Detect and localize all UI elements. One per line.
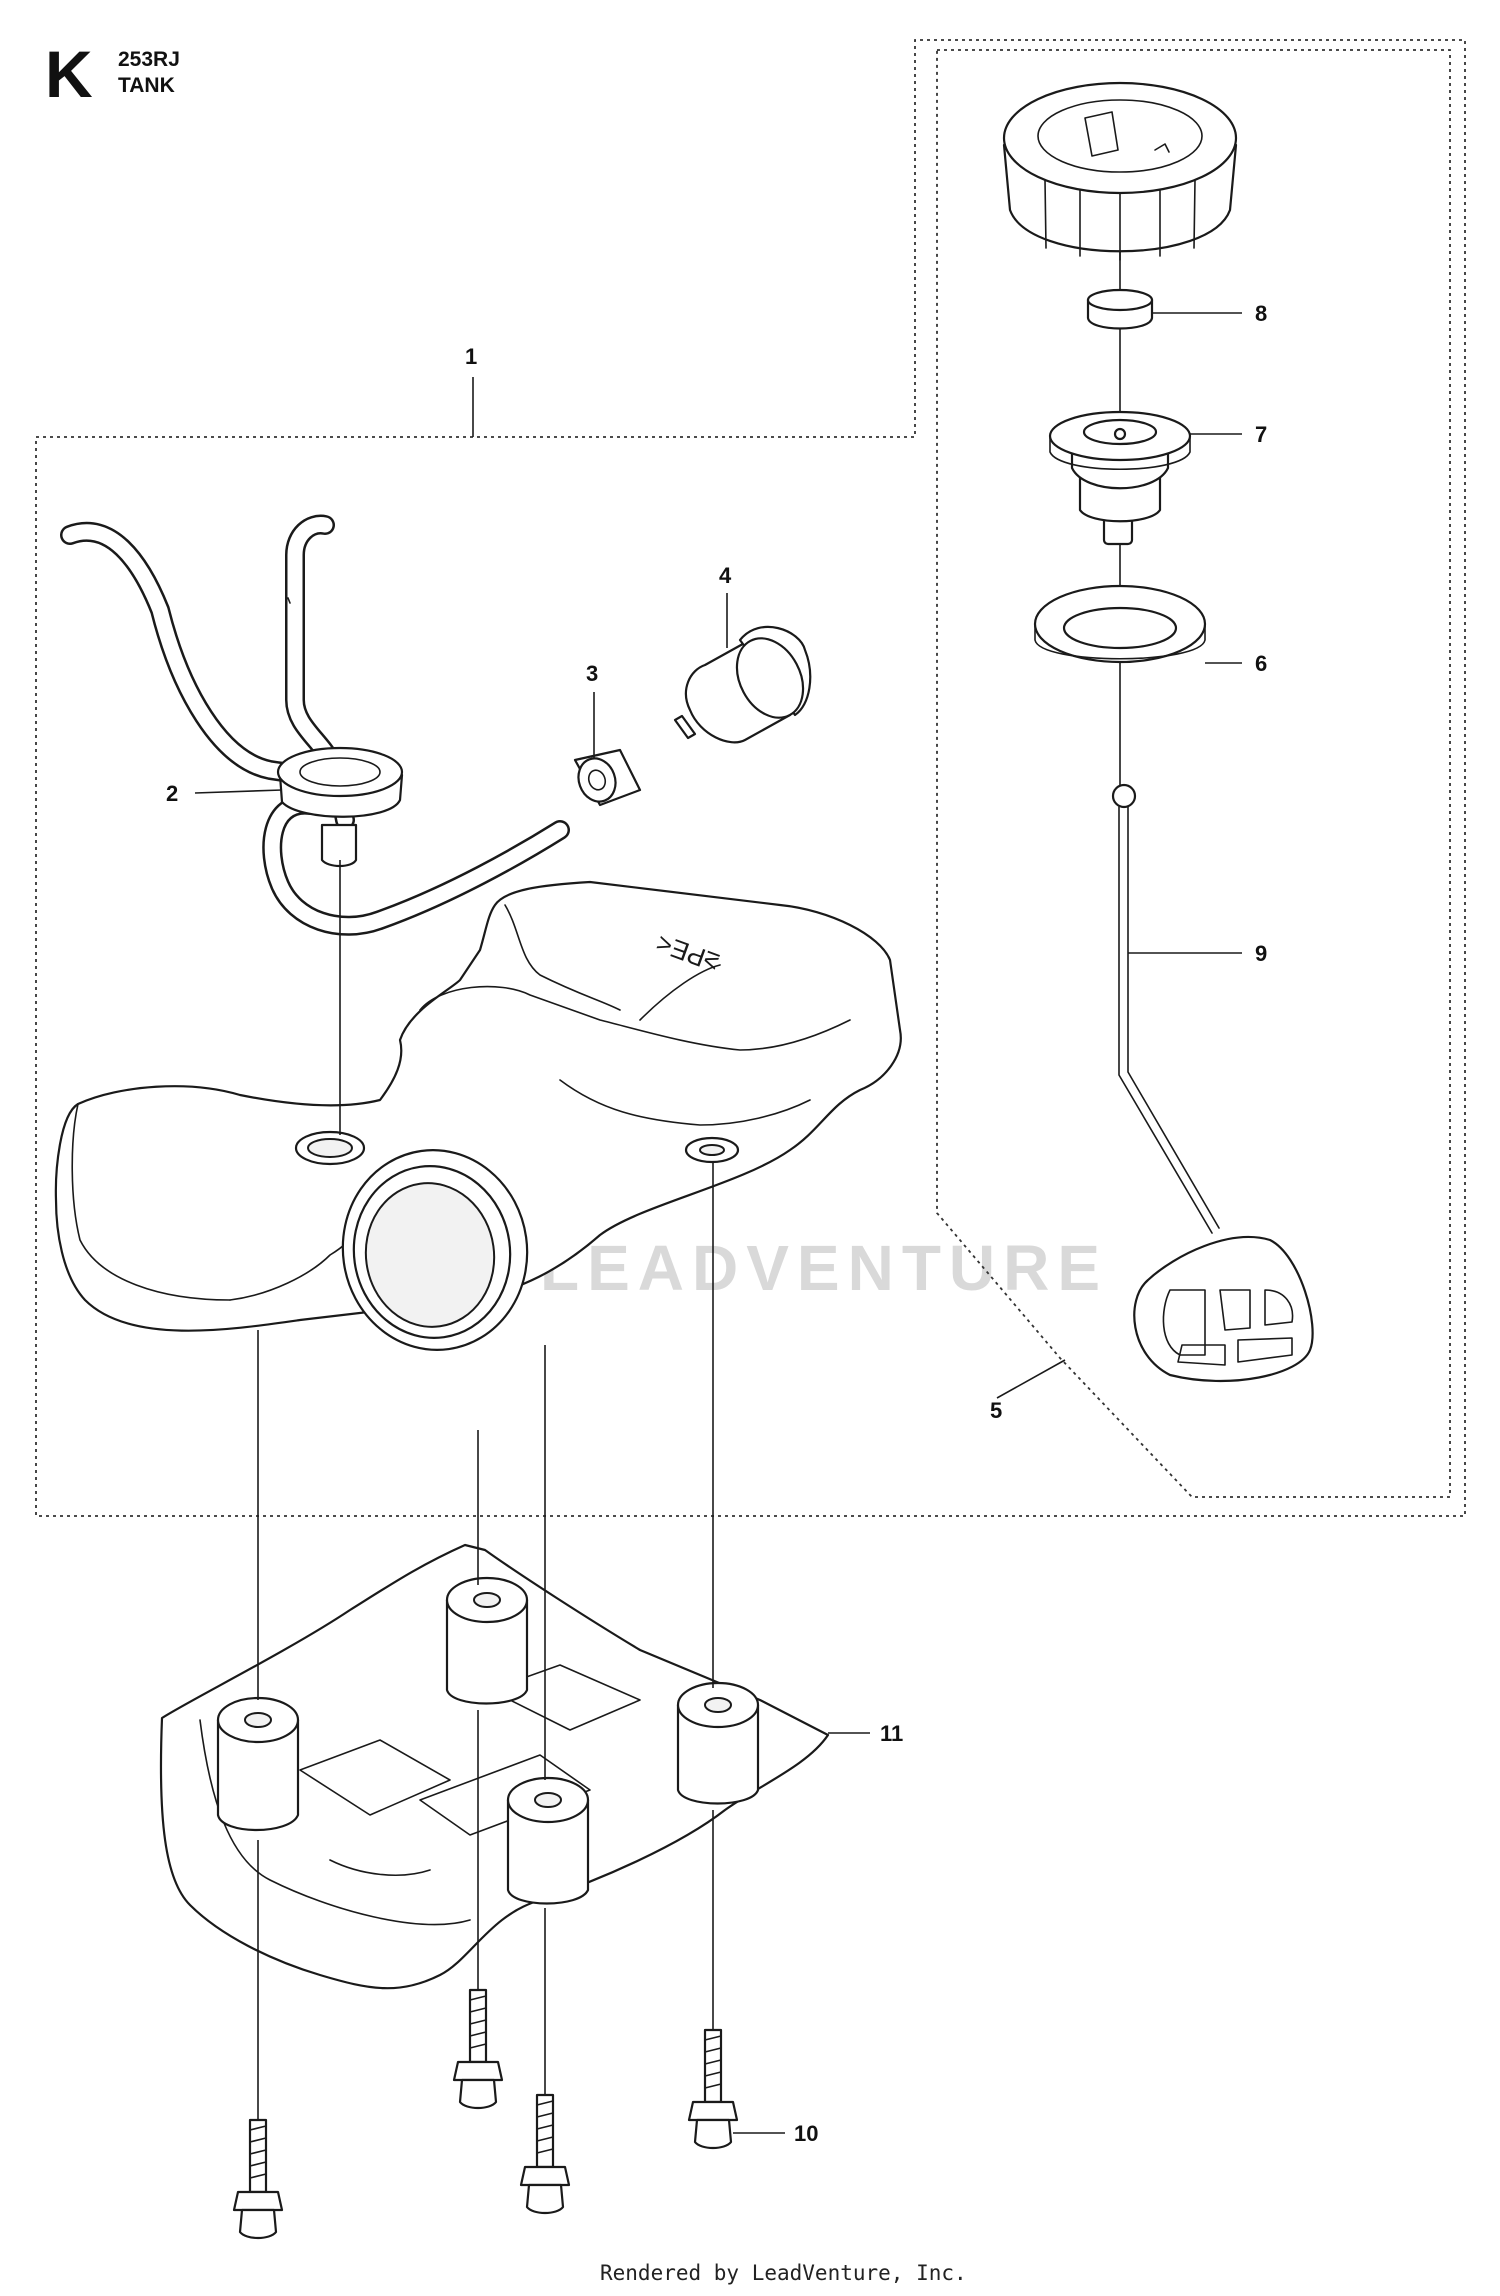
mount-boss (445, 1576, 529, 1705)
part-8-seal (1086, 288, 1154, 330)
part-9-filler-strainer (1111, 783, 1314, 1383)
part-10-screw (452, 1988, 504, 2110)
model-number: 253RJ (118, 48, 180, 71)
part-1-fuel-tank: ≥PE< (54, 880, 902, 1351)
callout-4: 4 (719, 563, 732, 588)
diagram-title: TANK (118, 74, 175, 97)
callout-leaders (194, 312, 1242, 2134)
callout-8: 8 (1255, 301, 1267, 326)
part-5-fuel-cap (1002, 81, 1238, 261)
mount-boss (676, 1681, 760, 1805)
section-letter: K (45, 37, 93, 111)
assembly-axis-lines (257, 860, 714, 2120)
part-2-grommet (276, 746, 404, 868)
mount-boss (216, 1696, 300, 1831)
part-10-screw (232, 2118, 284, 2240)
callout-11: 11 (880, 1721, 903, 1746)
callout-1: 1 (465, 344, 477, 369)
callout-7: 7 (1255, 422, 1267, 447)
part-10-screw (687, 2028, 739, 2150)
part-fuel-hoses (60, 514, 570, 936)
mount-boss (506, 1776, 590, 1905)
assembly-5-boundary (936, 49, 1451, 1498)
callout-3: 3 (586, 661, 598, 686)
part-10-screw (519, 2093, 571, 2215)
part-11-tank-guard (159, 1543, 830, 1990)
part-7-vent-valve (1048, 410, 1192, 546)
callout-6: 6 (1255, 651, 1267, 676)
callout-10: 10 (794, 2121, 818, 2146)
callout-2: 2 (166, 781, 178, 806)
part-6-washer (1033, 584, 1207, 664)
leadventure-watermark: LEADVENTURE (540, 1232, 1108, 1304)
callout-9: 9 (1255, 941, 1267, 966)
callout-5: 5 (990, 1398, 1002, 1423)
part-4-fuel-filter (673, 625, 812, 744)
footer-credit: Rendered by LeadVenture, Inc. (600, 2261, 967, 2285)
part-3-fitting (573, 748, 642, 807)
